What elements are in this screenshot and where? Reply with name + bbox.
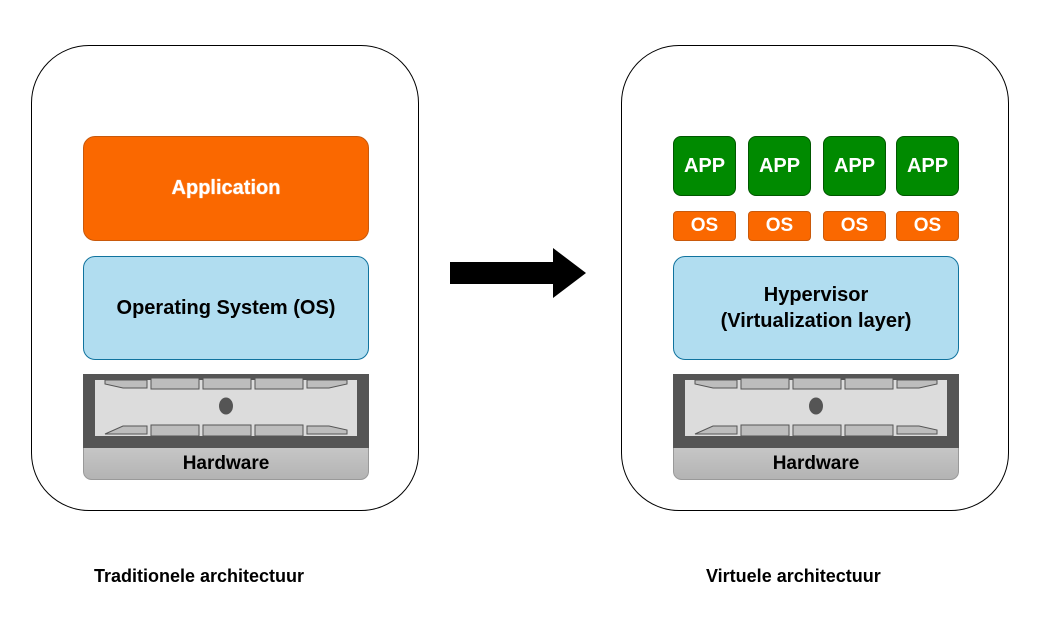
- vm-app-2: APP: [748, 136, 811, 196]
- right-arrow-icon: [450, 248, 586, 298]
- vm-app-label: APP: [683, 154, 726, 177]
- hardware-layer: Hardware: [673, 374, 959, 480]
- vm-app-1: APP: [673, 136, 736, 196]
- server-rack-icon: [673, 374, 959, 480]
- hypervisor-layer: Hypervisor (Virtualization layer): [673, 256, 959, 360]
- hypervisor-title: Hypervisor: [763, 284, 869, 306]
- virtual-caption: Virtuele architectuur: [706, 566, 881, 586]
- vm-os-label: OS: [690, 215, 719, 236]
- hardware-layer: Hardware: [83, 374, 369, 480]
- vm-os-label: OS: [840, 215, 869, 236]
- operating-system-layer: Operating System (OS): [83, 256, 369, 360]
- application-label: Application: [171, 177, 281, 199]
- application-layer: Application: [83, 136, 369, 241]
- hardware-label: Hardware: [772, 453, 860, 474]
- server-rack-icon: [83, 374, 369, 480]
- vm-app-label: APP: [906, 154, 949, 177]
- vm-app-3: APP: [823, 136, 886, 196]
- hypervisor-subtitle: (Virtualization layer): [720, 310, 912, 332]
- vm-os-4: OS: [896, 211, 959, 241]
- vm-os-3: OS: [823, 211, 886, 241]
- vm-os-1: OS: [673, 211, 736, 241]
- vm-os-2: OS: [748, 211, 811, 241]
- hardware-label: Hardware: [182, 453, 270, 474]
- vm-os-label: OS: [913, 215, 942, 236]
- vm-app-4: APP: [896, 136, 959, 196]
- traditional-caption: Traditionele architectuur: [94, 566, 305, 586]
- os-label: Operating System (OS): [116, 296, 336, 319]
- vm-app-label: APP: [758, 154, 801, 177]
- vm-os-label: OS: [765, 215, 794, 236]
- vm-app-label: APP: [833, 154, 876, 177]
